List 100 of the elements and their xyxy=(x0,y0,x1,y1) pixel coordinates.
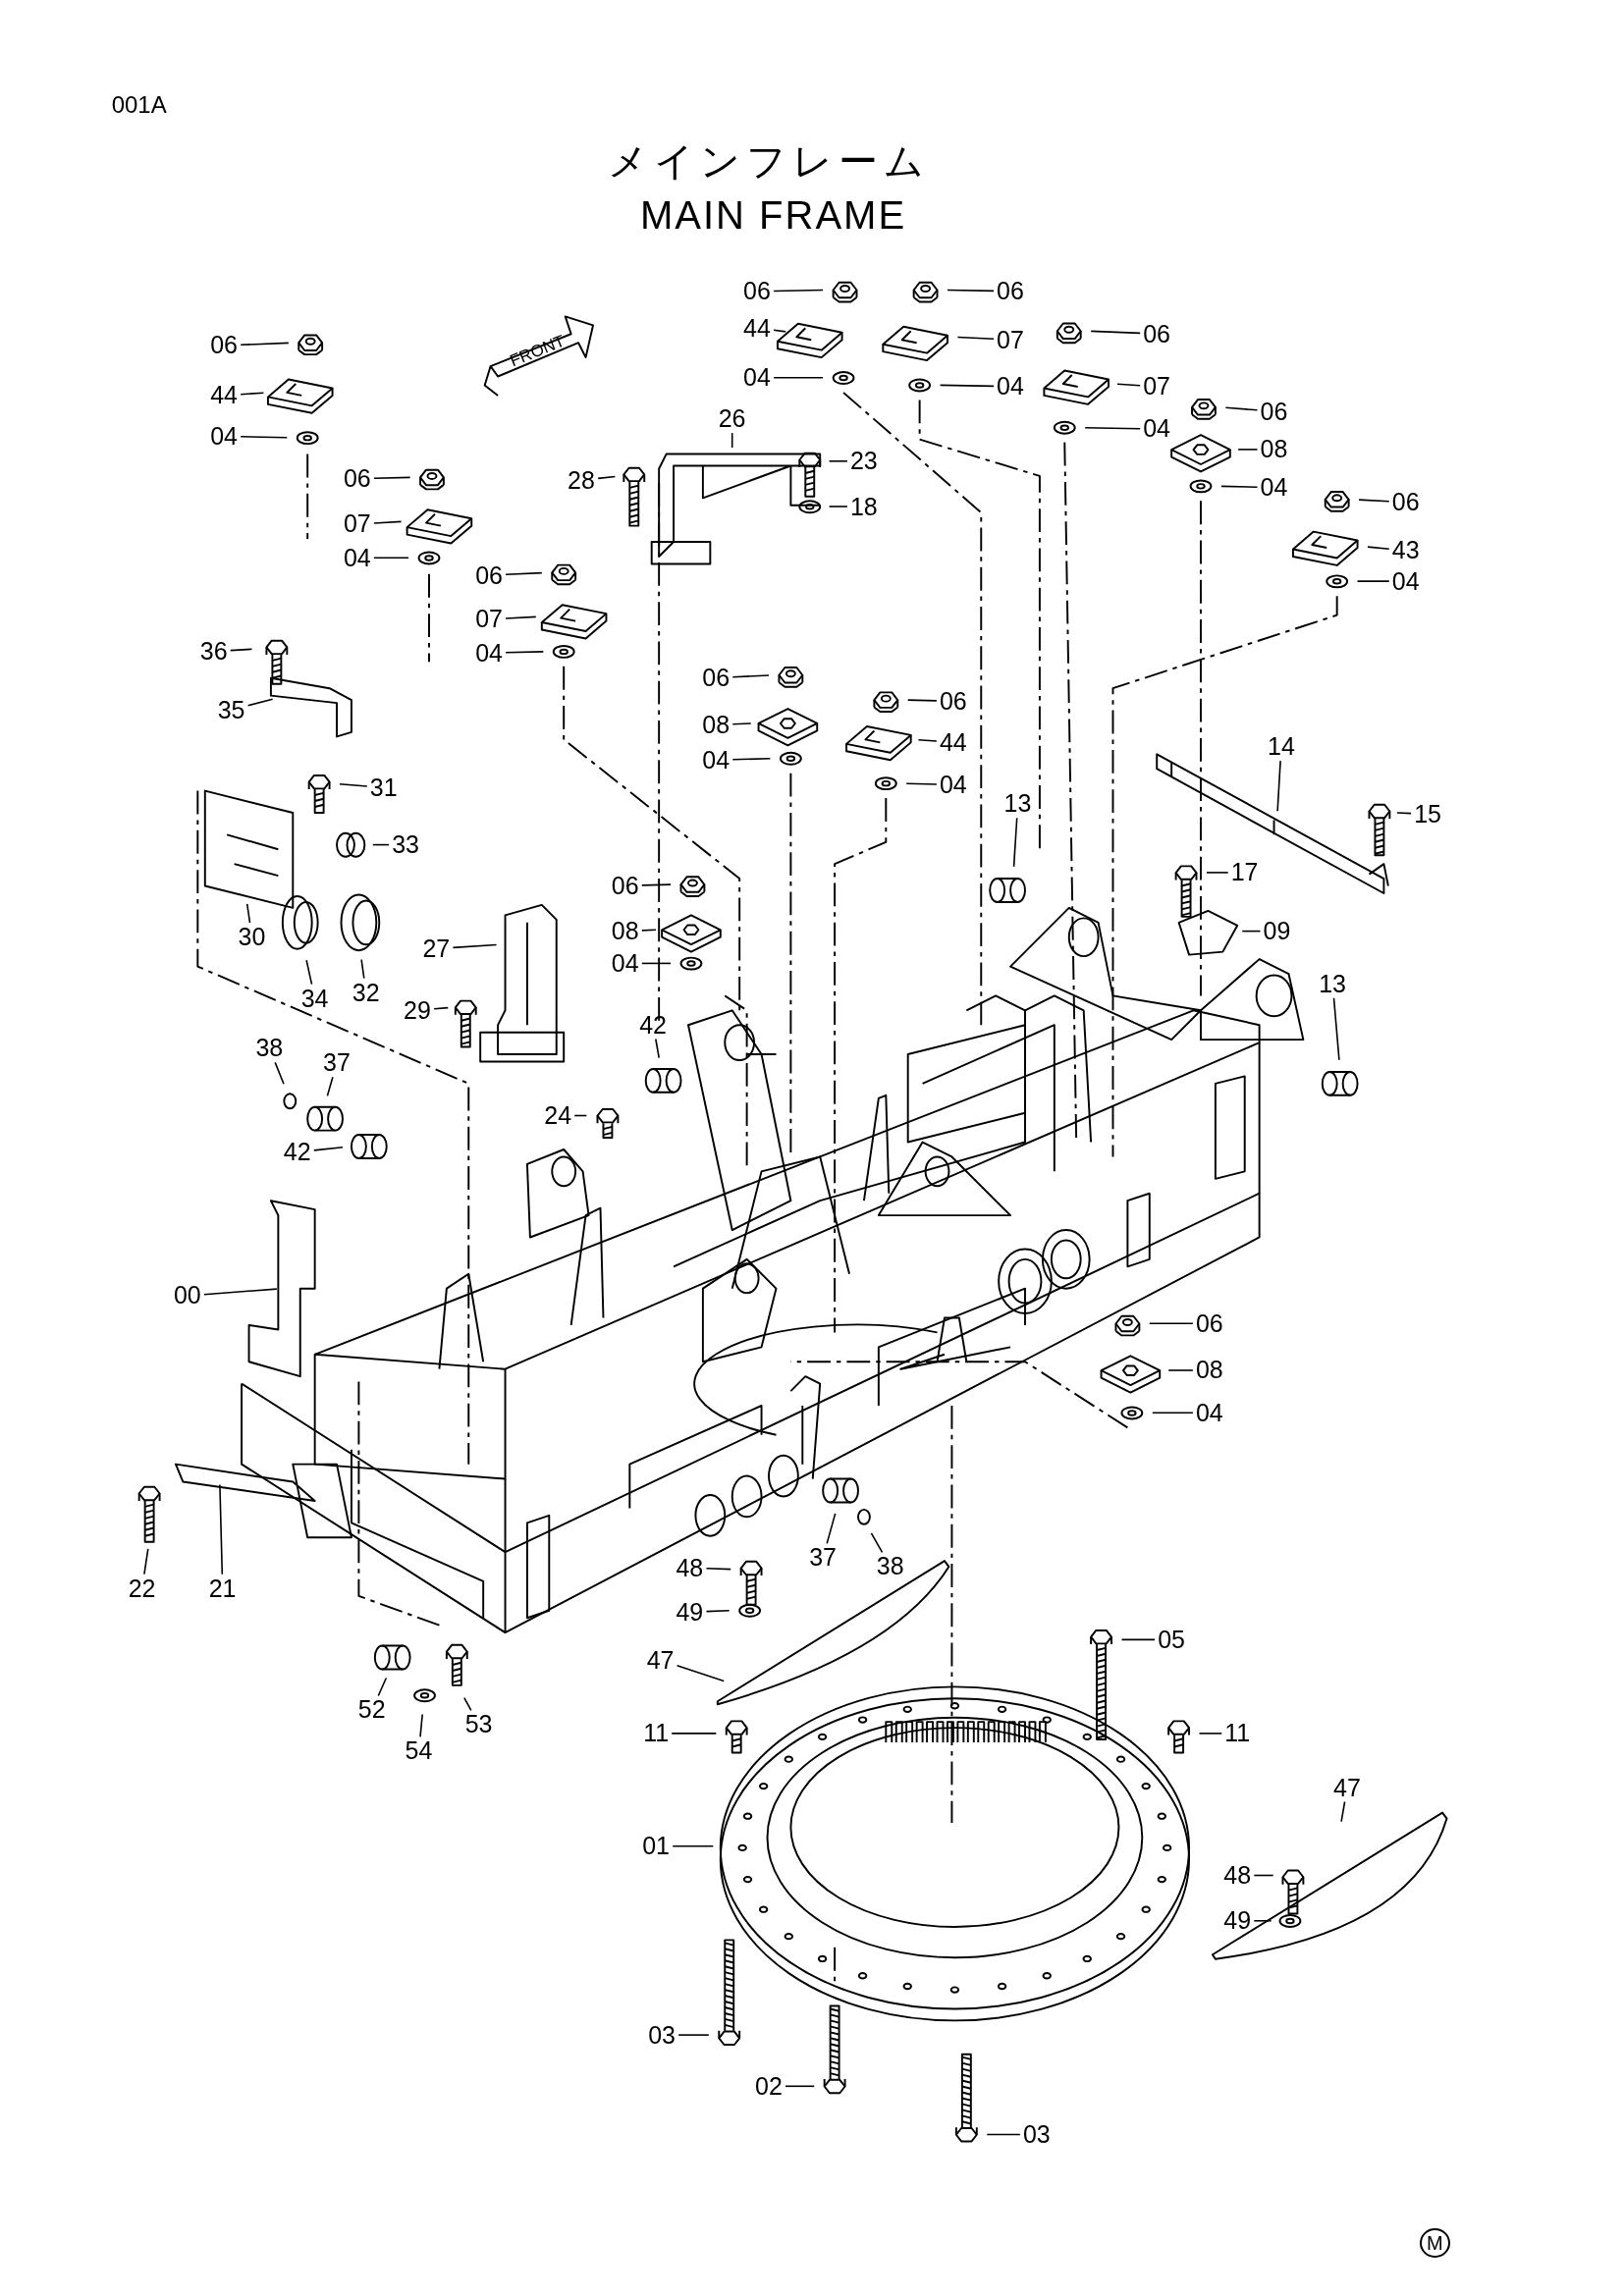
leader-line xyxy=(1167,1369,1194,1371)
leader-line xyxy=(705,1610,731,1613)
leader-line xyxy=(1149,1322,1194,1325)
callout-number: 31 xyxy=(369,774,398,800)
leader-line xyxy=(219,1483,224,1575)
leader-line xyxy=(906,699,938,702)
callout-number: 11 xyxy=(1224,1721,1251,1746)
callout-number: 28 xyxy=(568,467,595,493)
callout-number: 22 xyxy=(128,1575,156,1601)
callout-number: 08 xyxy=(702,712,731,737)
leader-line xyxy=(731,758,772,761)
callout-number: 06 xyxy=(1391,490,1420,515)
leader-line xyxy=(573,1114,588,1117)
callout-number: 06 xyxy=(475,562,503,588)
leader-line xyxy=(246,698,274,707)
leader-line xyxy=(505,651,545,654)
callout-number: 06 xyxy=(939,688,967,714)
leader-line xyxy=(672,1844,715,1847)
callout-number: 42 xyxy=(639,1012,667,1038)
leader-line xyxy=(240,342,290,347)
callout-number: 11 xyxy=(643,1721,670,1746)
leader-line xyxy=(731,432,733,449)
leader-line xyxy=(1120,1638,1156,1641)
callout-number: 47 xyxy=(1333,1775,1361,1800)
callout-number: 38 xyxy=(255,1036,284,1061)
callout-number: 04 xyxy=(210,423,238,449)
callout-number: 44 xyxy=(939,729,967,755)
callout-number: 06 xyxy=(210,333,238,358)
leader-line xyxy=(1220,485,1259,488)
leader-line xyxy=(655,1038,660,1059)
callout-number: 05 xyxy=(1158,1627,1185,1652)
leader-line xyxy=(1253,1874,1274,1877)
leader-line xyxy=(731,674,770,678)
leader-line xyxy=(1198,1733,1223,1735)
callout-number: 04 xyxy=(743,365,771,391)
leader-line xyxy=(1396,812,1412,815)
callout-number: 14 xyxy=(1268,734,1295,760)
callout-number: 07 xyxy=(1143,374,1171,400)
callout-number: 03 xyxy=(1022,2122,1051,2147)
callout-number: 01 xyxy=(642,1834,670,1859)
callout-number: 38 xyxy=(876,1554,904,1579)
callout-number: 47 xyxy=(646,1647,675,1673)
leader-line xyxy=(731,722,752,725)
callout-number: 07 xyxy=(475,607,503,632)
leader-line xyxy=(203,1288,278,1296)
callout-number: 37 xyxy=(323,1050,351,1076)
leader-line xyxy=(143,1548,149,1575)
callout-number: 32 xyxy=(352,980,380,1005)
callout-number: 03 xyxy=(648,2022,676,2048)
leader-line xyxy=(773,377,824,379)
callout-number: 04 xyxy=(939,772,967,797)
callout-number: 26 xyxy=(718,406,746,432)
leader-line xyxy=(785,2085,815,2088)
leader-line xyxy=(339,782,368,787)
callout-number: 13 xyxy=(1319,971,1346,996)
title: メインフレーム xyxy=(608,141,930,182)
leader-line xyxy=(1224,406,1259,411)
callout-number: 06 xyxy=(1195,1310,1223,1336)
callout-number: 30 xyxy=(238,925,266,949)
leader-line xyxy=(773,329,786,333)
callout-number: 34 xyxy=(300,986,329,1011)
callout-number: 53 xyxy=(464,1712,493,1737)
leader-line xyxy=(705,1568,731,1571)
leader-line xyxy=(377,1677,388,1697)
subtitle: MAIN FRAME xyxy=(639,195,907,236)
callout-number: 02 xyxy=(755,2073,783,2099)
leader-line xyxy=(1340,1800,1346,1823)
circled-letter: M xyxy=(1420,2227,1450,2258)
callout-number: 43 xyxy=(1391,538,1420,563)
leader-line xyxy=(1241,930,1262,933)
leader-line xyxy=(1356,580,1390,582)
callout-number: 36 xyxy=(199,639,228,665)
leader-line xyxy=(956,336,995,340)
callout-number: 35 xyxy=(217,697,245,722)
leader-line xyxy=(826,1513,837,1545)
leader-line xyxy=(1090,330,1141,335)
callout-number: 06 xyxy=(611,873,639,898)
callout-number: 00 xyxy=(173,1283,201,1308)
leader-line xyxy=(1152,1412,1194,1414)
callout-number: 23 xyxy=(849,449,878,474)
leader-line xyxy=(240,392,265,396)
leader-line xyxy=(373,557,409,559)
callout-number: 48 xyxy=(676,1555,704,1580)
leader-line xyxy=(419,1713,423,1738)
callout-number: 44 xyxy=(210,383,238,408)
leader-line xyxy=(1084,426,1141,430)
callout-number: 33 xyxy=(392,832,419,858)
leader-line xyxy=(326,1076,334,1097)
leader-line xyxy=(229,648,253,652)
callout-number: 49 xyxy=(676,1599,704,1625)
leader-line xyxy=(671,1733,718,1735)
callout-number: 42 xyxy=(283,1140,311,1165)
leader-line xyxy=(905,782,938,785)
callout-number: 24 xyxy=(544,1102,572,1128)
leader-line xyxy=(274,1061,285,1086)
leader-line xyxy=(1358,499,1390,503)
leader-line xyxy=(1206,872,1229,874)
callout-number: 04 xyxy=(1391,568,1420,594)
callout-number: 04 xyxy=(475,640,503,666)
leader-line xyxy=(305,959,313,986)
